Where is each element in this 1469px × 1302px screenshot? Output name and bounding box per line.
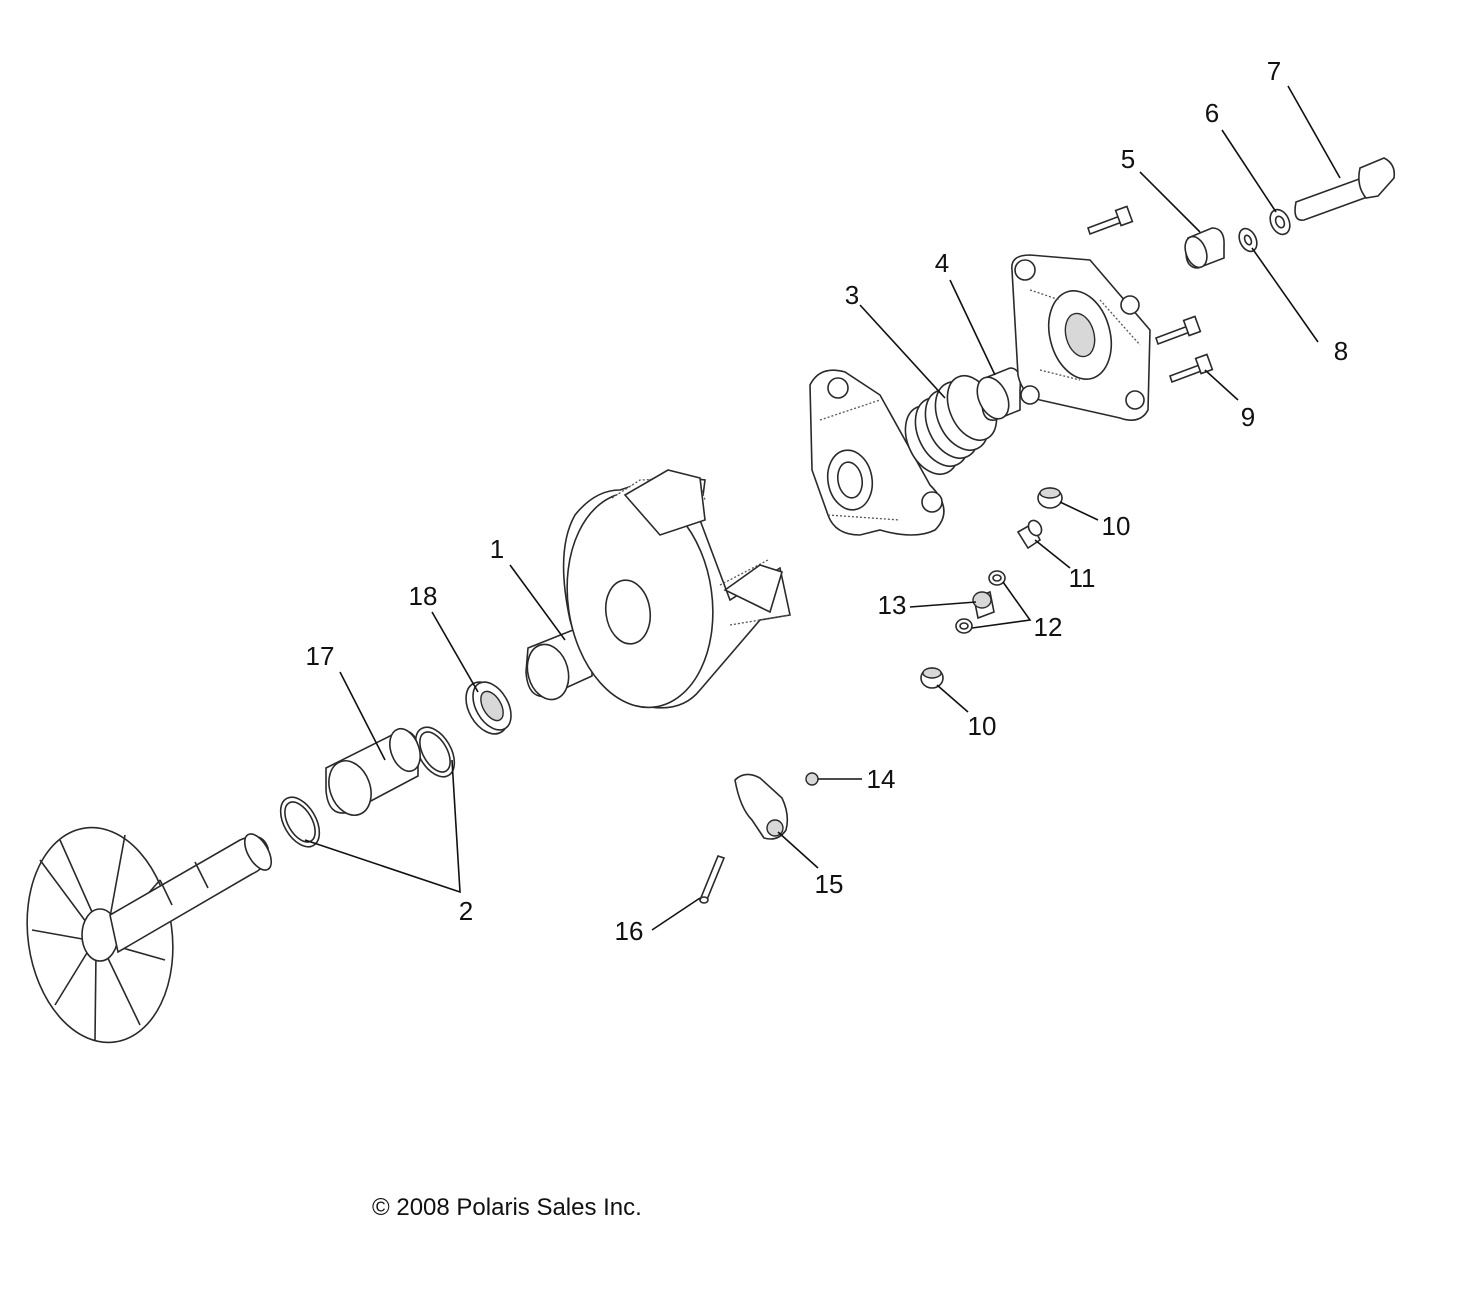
callout-17: 17: [306, 641, 335, 671]
callout-11: 11: [1069, 563, 1096, 593]
washer-8: [1238, 227, 1258, 253]
callout-4: 4: [935, 248, 949, 278]
cover: [1011, 254, 1151, 421]
washer-12-upper: [988, 570, 1006, 586]
callout-18: 18: [409, 581, 438, 611]
callout-7: 7: [1267, 56, 1281, 86]
bolt-9-top: [1086, 205, 1134, 236]
nut-14: [805, 772, 819, 786]
o-ring-2-lower: [279, 796, 321, 848]
callout-10-upper: 10: [1102, 511, 1131, 541]
weight-arm-15: [734, 773, 789, 840]
bolt-9-middle: [1154, 315, 1202, 346]
callout-6: 6: [1205, 98, 1219, 128]
moveable-sheave: [562, 469, 791, 709]
callout-2: 2: [459, 896, 473, 926]
callout-3: 3: [845, 280, 859, 310]
leader-lines: [304, 85, 1341, 931]
callout-9: 9: [1241, 402, 1255, 432]
washer-6: [1269, 208, 1291, 236]
o-ring-2-upper: [414, 726, 456, 778]
roller-13: [972, 590, 995, 620]
callout-8: 8: [1334, 336, 1348, 366]
pin-16: [698, 855, 726, 904]
button-10-lower: [920, 667, 944, 689]
bushing-4: [976, 367, 1022, 421]
long-bolt-7: [1294, 157, 1396, 221]
callout-15: 15: [815, 869, 844, 899]
copyright-text: © 2008 Polaris Sales Inc.: [372, 1194, 642, 1221]
fixed-sheave-assembly: [26, 826, 273, 1044]
callout-16: 16: [615, 916, 644, 946]
callout-1: 1: [490, 534, 504, 564]
callout-14: 14: [867, 764, 896, 794]
seal-18: [465, 681, 512, 735]
callout-13: 13: [878, 590, 907, 620]
callout-12: 12: [1034, 612, 1063, 642]
callout-10-lower: 10: [968, 711, 997, 741]
callout-5: 5: [1121, 144, 1135, 174]
spring-3: [904, 375, 998, 475]
washer-12-lower: [955, 618, 973, 634]
button-10-upper: [1037, 487, 1063, 509]
spider: [809, 369, 945, 536]
pin-11: [1016, 519, 1043, 550]
bolt-9-lower: [1168, 353, 1214, 384]
sleeve-5: [1184, 227, 1225, 269]
spacer-sleeve-17: [325, 727, 421, 816]
